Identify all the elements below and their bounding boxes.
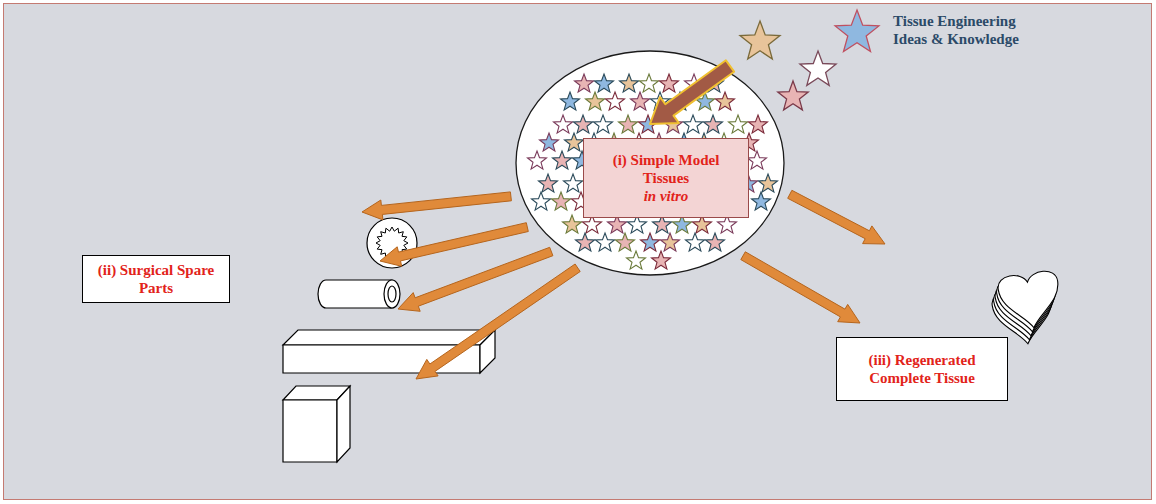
- regenerated-tissue-box: (iii) Regenerated Complete Tissue: [836, 337, 1008, 401]
- node-text: (iii) Regenerated Complete Tissue: [851, 351, 993, 387]
- arrow-shape: [741, 252, 860, 323]
- arrow-shape: [416, 264, 580, 379]
- surgical-parts-box: (ii) Surgical Spare Parts: [82, 255, 230, 303]
- node-text: (i) Simple Model Tissues: [608, 151, 724, 187]
- tissue-ellipse: [516, 51, 784, 275]
- growth-arrow: [741, 190, 885, 323]
- arrow-shape: [788, 190, 885, 244]
- growth-arrow: [362, 192, 580, 379]
- model-tissue-box: (i) Simple Model Tissuesin vitro: [583, 138, 749, 218]
- knowledge-comet: [650, 10, 879, 124]
- tube-part: [318, 280, 400, 308]
- cube-part: [283, 386, 350, 462]
- node-text: (ii) Surgical Spare Parts: [93, 261, 219, 297]
- node-text: in vitro: [608, 187, 724, 205]
- caption-label: Tissue Engineering Ideas & Knowledge: [893, 12, 1053, 48]
- arrow-shape: [380, 223, 528, 267]
- arrow-shape: [362, 192, 511, 220]
